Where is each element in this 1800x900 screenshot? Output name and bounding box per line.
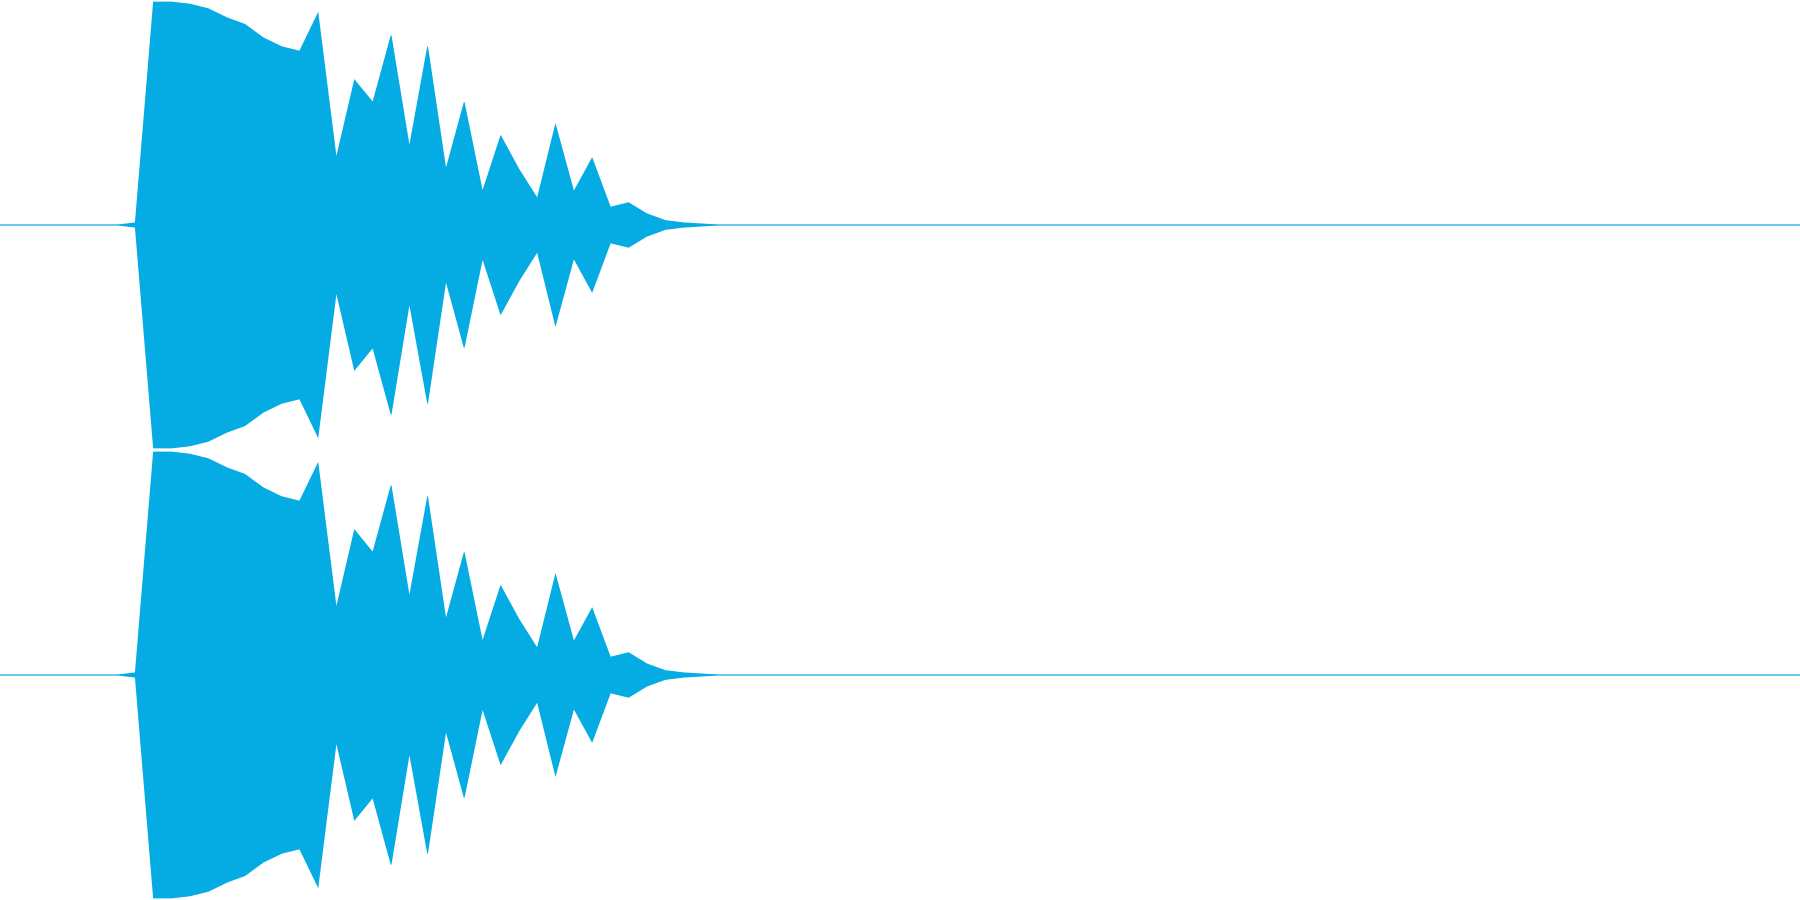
right-channel-waveform	[0, 451, 1800, 899]
right-channel-envelope	[116, 451, 721, 899]
left-channel-envelope	[116, 1, 721, 449]
left-channel-waveform	[0, 1, 1800, 449]
